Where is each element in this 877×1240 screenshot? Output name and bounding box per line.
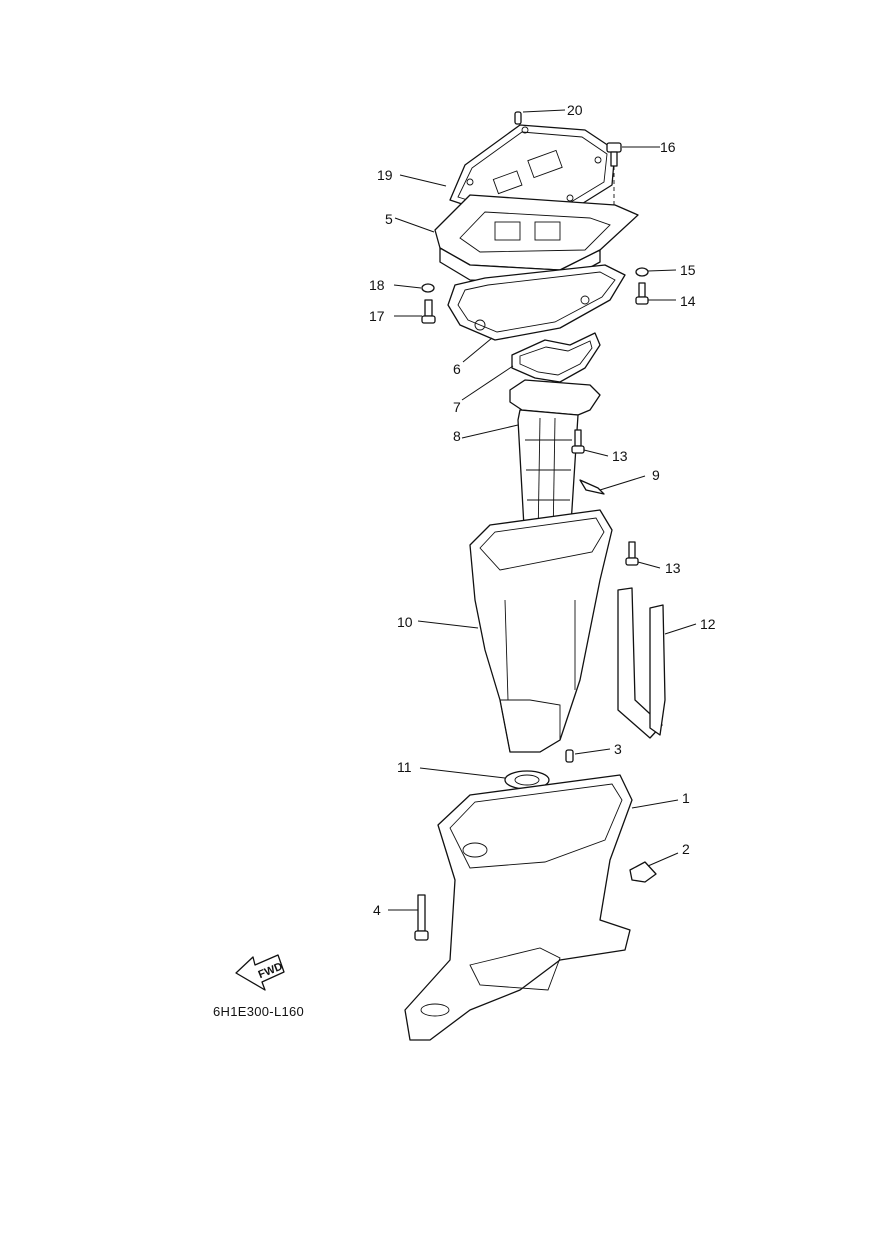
callout-19: 19 — [377, 167, 393, 183]
callout-2: 2 — [682, 841, 690, 857]
part-16-bolt — [606, 142, 660, 210]
part-13-bolt-lower — [625, 541, 661, 569]
part-9-clip — [579, 475, 646, 495]
part-3-dowel-pin — [565, 748, 611, 763]
callout-20: 20 — [567, 102, 583, 118]
callout-17: 17 — [369, 308, 385, 324]
callout-11: 11 — [397, 759, 412, 775]
part-13-bolt-upper — [571, 429, 609, 457]
part-8-exhaust-manifold — [461, 379, 601, 546]
callout-12: 12 — [700, 616, 716, 632]
part-17-bolt — [394, 299, 436, 324]
callout-14: 14 — [680, 293, 696, 309]
part-18-washer — [393, 283, 435, 293]
part-2-cover — [629, 852, 679, 883]
part-4-bolt — [388, 894, 429, 941]
diagram-code: 6H1E300-L160 — [213, 1004, 305, 1019]
part-6-gasket — [447, 264, 626, 363]
fwd-arrow-icon: FWD — [235, 954, 285, 991]
callout-5: 5 — [385, 211, 393, 227]
callout-13-lower: 13 — [665, 560, 681, 576]
callout-8: 8 — [453, 428, 461, 444]
callout-18: 18 — [369, 277, 385, 293]
callout-1: 1 — [682, 790, 690, 806]
part-7-gasket — [461, 332, 601, 401]
part-11-seal — [419, 767, 550, 790]
part-10-upper-case — [417, 509, 613, 753]
callout-9: 9 — [652, 467, 660, 483]
callout-13-upper: 13 — [612, 448, 628, 464]
callout-16: 16 — [660, 139, 676, 155]
callout-10: 10 — [397, 614, 413, 630]
part-12-rubber-seal — [617, 587, 697, 739]
part-14-bolt — [635, 282, 676, 305]
part-20-dowel-pin — [514, 109, 566, 125]
part-1-lower-casing — [404, 774, 679, 1041]
callout-7: 7 — [453, 399, 461, 415]
callout-3: 3 — [614, 741, 622, 757]
callout-4: 4 — [373, 902, 381, 918]
callout-6: 6 — [453, 361, 461, 377]
callout-15: 15 — [680, 262, 696, 278]
part-15-nut — [635, 267, 677, 277]
